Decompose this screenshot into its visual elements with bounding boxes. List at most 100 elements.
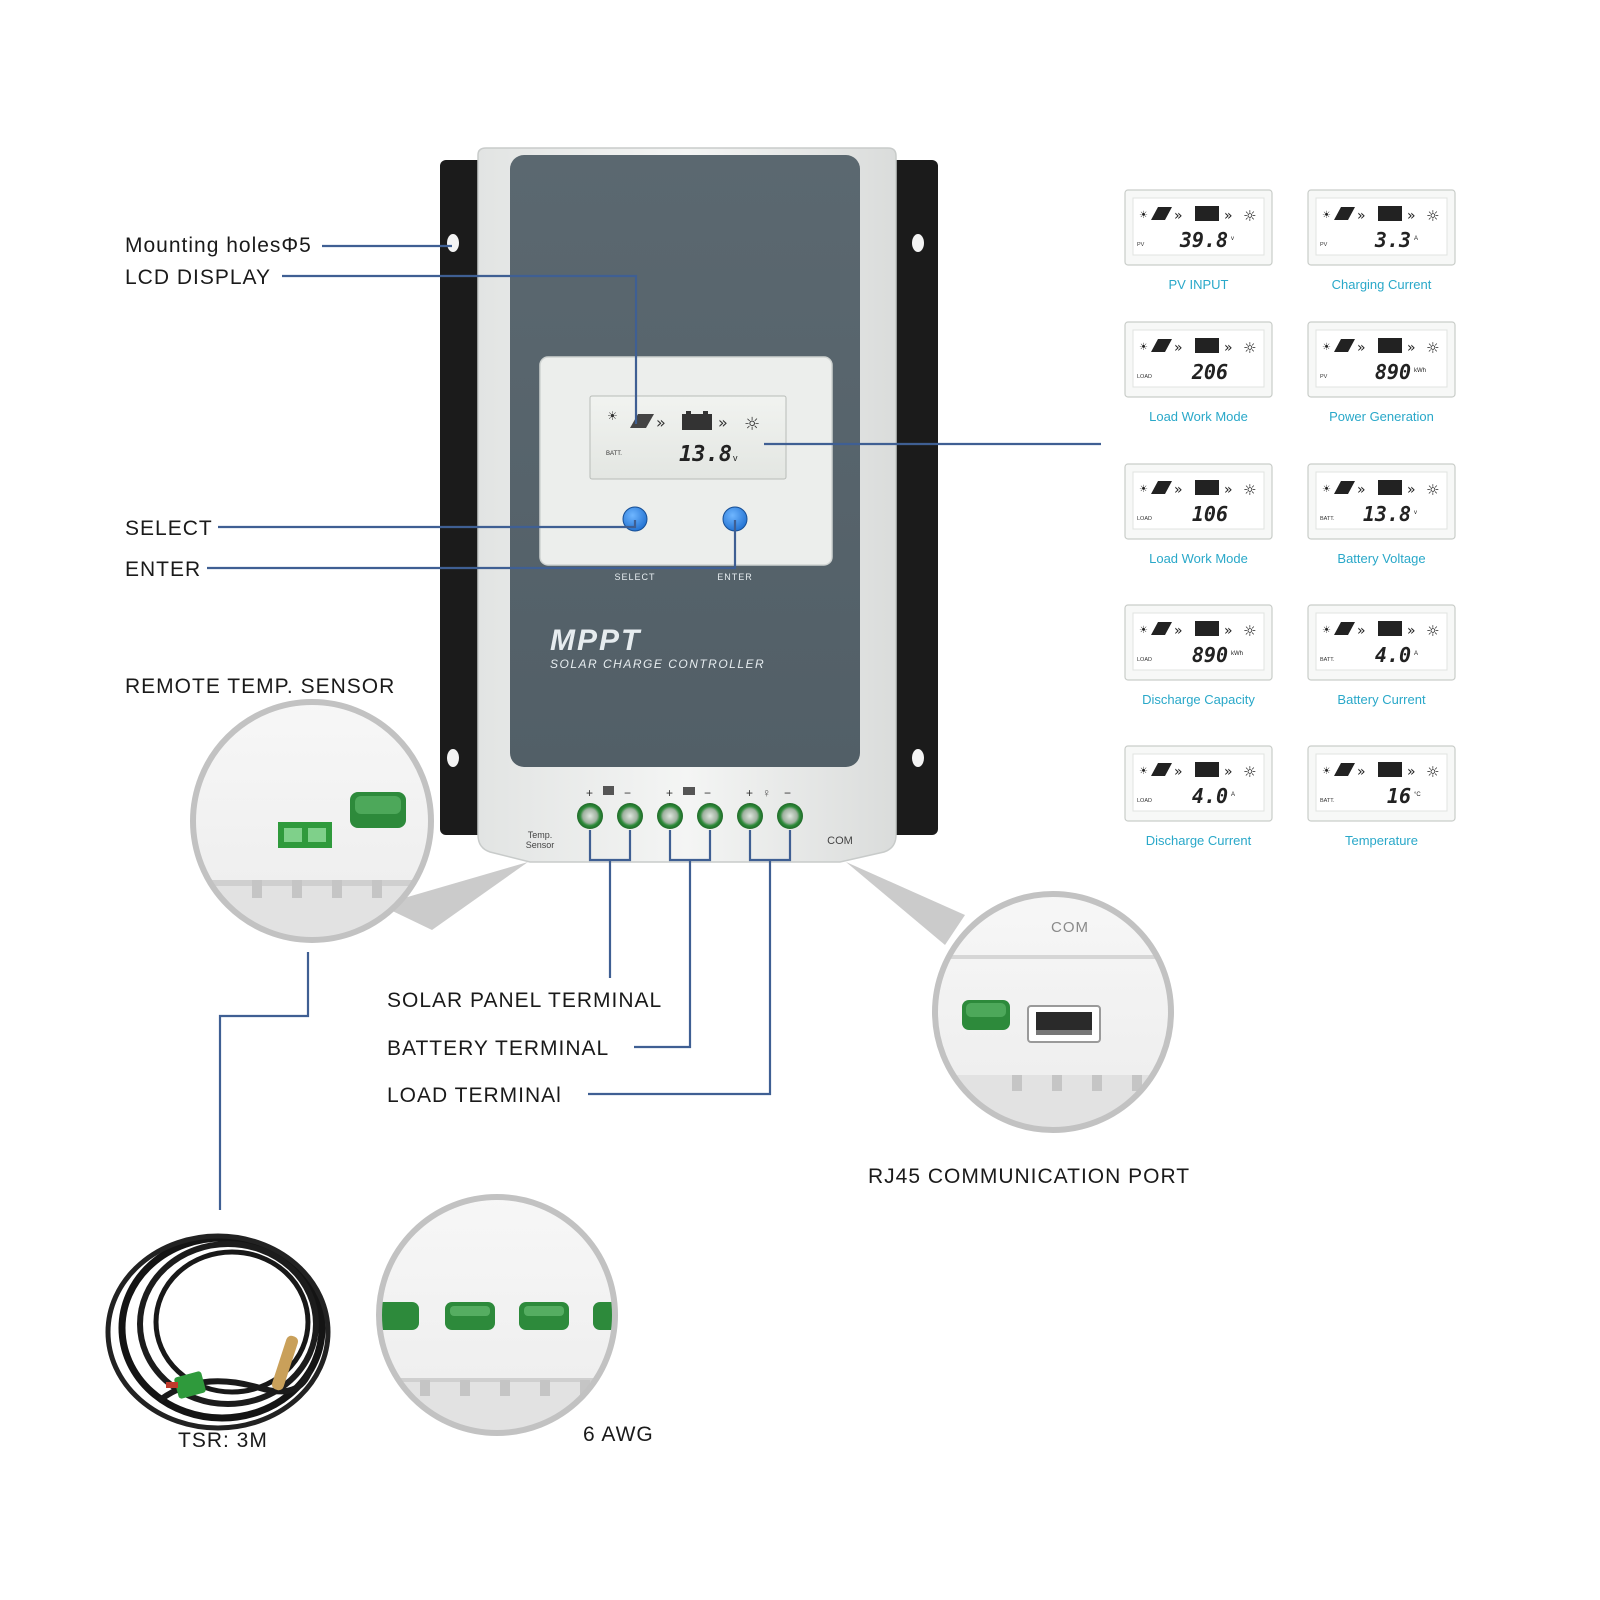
solar-panel-icon — [1151, 622, 1172, 635]
lcd-reading: 4.0 — [1375, 643, 1411, 667]
lcd-icon-row: ☀»»☼ — [1322, 338, 1439, 357]
arrow-icon: » — [1357, 482, 1366, 498]
bulb-icon: ☼ — [1426, 763, 1439, 781]
tsr-callout: TSR: 3M — [178, 1429, 268, 1452]
sun-icon: ☀ — [1139, 625, 1148, 636]
arrow-icon: » — [1174, 340, 1183, 356]
lcd-reading: 3.3 — [1374, 228, 1411, 252]
sun-icon: ☀ — [1139, 342, 1148, 353]
lcd-screen-caption: Load Work Mode — [1149, 551, 1248, 566]
callouts: Mounting holesΦ5 LCD DISPLAY SELECT ENTE… — [125, 234, 1189, 1452]
bulb-icon: ♀ — [762, 786, 771, 800]
bulb-icon: ☼ — [1426, 481, 1439, 499]
battery-icon — [1378, 338, 1402, 353]
svg-text:+: + — [586, 786, 593, 800]
arrow-icon: » — [1224, 764, 1233, 780]
load-positive-terminal[interactable] — [737, 803, 763, 829]
lcd-reading: 4.0 — [1192, 784, 1228, 808]
battery-positive-terminal[interactable] — [657, 803, 683, 829]
select-button-label: SELECT — [614, 572, 655, 582]
solar-panel-icon — [1151, 339, 1172, 352]
battery-icon — [683, 787, 695, 795]
temp-sensor-label: Sensor — [526, 840, 555, 850]
sun-icon: ☀ — [1322, 766, 1331, 777]
battery-icon — [1378, 762, 1402, 777]
lcd-icon-row: ☀»»☼ — [1139, 206, 1256, 225]
svg-text:−: − — [784, 786, 791, 800]
lcd-icon-row: ☀»»☼ — [1139, 762, 1256, 781]
lcd-unit: v — [733, 453, 738, 463]
bulb-icon: ☼ — [1243, 763, 1256, 781]
select-callout: SELECT — [125, 517, 213, 540]
arrow-icon: » — [1407, 482, 1416, 498]
lcd-screen-caption: Temperature — [1345, 833, 1418, 848]
solar-positive-terminal[interactable] — [577, 803, 603, 829]
lcd-reading-unit: kWh — [1231, 651, 1243, 657]
lcd-icon-row: ☀»»☼ — [1322, 480, 1439, 499]
sensor-plug-icon — [174, 1371, 206, 1399]
solar-panel-icon — [1334, 763, 1355, 776]
terminal-holes-zoom — [376, 1194, 618, 1436]
zoom-cone — [846, 862, 965, 945]
solar-panel-icon — [603, 786, 614, 795]
zoom-com-label: COM — [1051, 919, 1089, 936]
enter-callout: ENTER — [125, 558, 201, 581]
battery-icon — [1195, 480, 1219, 495]
arrow-icon: » — [1174, 482, 1183, 498]
bulb-icon: ☼ — [1243, 207, 1256, 225]
load-negative-terminal[interactable] — [777, 803, 803, 829]
lcd-icon-row: ☀ » » ☼ — [1322, 762, 1439, 781]
solar-panel-icon — [1151, 763, 1172, 776]
battery-icon — [1195, 762, 1219, 777]
lcd-screen-caption: Battery Voltage — [1337, 551, 1425, 566]
lcd-screen-caption: Power Generation — [1329, 409, 1434, 424]
arrow-icon: » — [1407, 764, 1416, 780]
lcd-icon-row: ☀»»☼ — [1322, 621, 1439, 640]
lcd-screen-caption: Discharge Current — [1146, 833, 1252, 848]
mounting-hole-icon — [912, 234, 924, 252]
solar-negative-terminal[interactable] — [617, 803, 643, 829]
solar-panel-terminal-callout: SOLAR PANEL TERMINAL — [387, 989, 662, 1012]
svg-text:−: − — [704, 786, 711, 800]
lcd-reading-unit: °C — [1414, 792, 1421, 798]
mounting-hole-icon — [447, 749, 459, 767]
com-port-zoom: COM — [932, 891, 1174, 1133]
lcd-screen-caption: Charging Current — [1332, 277, 1432, 292]
lcd-icon-row: ☀»»☼ — [1139, 338, 1256, 357]
sun-icon: ☀ — [1322, 210, 1331, 221]
svg-text:+: + — [666, 786, 673, 800]
lcd-value: 13.8 — [679, 442, 732, 467]
lcd-mode-label: BATT. — [1320, 798, 1335, 804]
select-button[interactable] — [622, 506, 648, 532]
lcd-reading-unit: A — [1231, 792, 1235, 798]
arrow-icon: » — [1357, 764, 1366, 780]
battery-negative-terminal[interactable] — [697, 803, 723, 829]
bulb-icon: ☼ — [744, 414, 760, 435]
solar-panel-icon — [1334, 481, 1355, 494]
arrow-icon: » — [1174, 208, 1183, 224]
sun-icon: ☀ — [607, 409, 618, 423]
terminals — [577, 803, 803, 829]
lcd-reading: 890 — [1375, 360, 1411, 384]
arrow-icon: » — [1357, 340, 1366, 356]
arrow-icon: » — [718, 413, 728, 432]
lcd-reading: 206 — [1191, 360, 1228, 384]
battery-terminal-callout: BATTERY TERMINAL — [387, 1037, 609, 1060]
lcd-display-callout: LCD DISPLAY — [125, 266, 271, 289]
mounting-holes-callout: Mounting holesΦ5 — [125, 234, 312, 257]
terminal-labels: + − + − + ♀ − — [586, 786, 791, 800]
lcd-label: BATT. — [606, 451, 622, 457]
lcd-mode-label: PV — [1320, 374, 1328, 380]
com-label: COM — [827, 835, 853, 847]
lcd-mode-label: BATT. — [1320, 516, 1335, 522]
sun-icon: ☀ — [1139, 484, 1148, 495]
lcd-mode-label: BATT. — [1320, 657, 1335, 663]
battery-icon — [1378, 206, 1402, 221]
